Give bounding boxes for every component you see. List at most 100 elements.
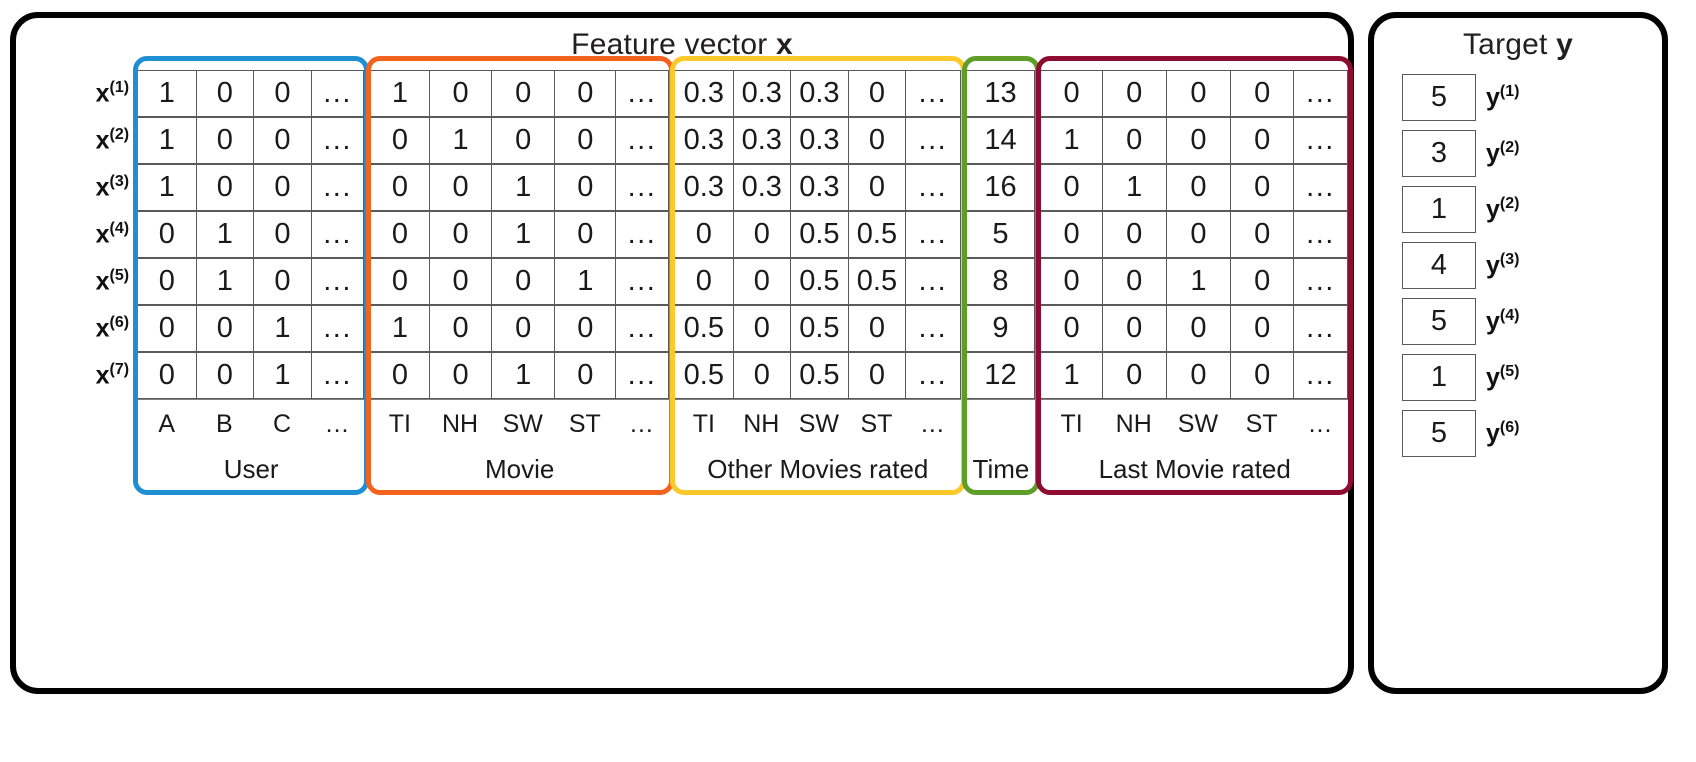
feature-label-user-4: ... — [310, 399, 365, 446]
target-label-y(2): y(2) — [1486, 138, 1520, 168]
cell-other-r5-c3: 0.5 — [790, 258, 848, 305]
cell-movie-r3-c5: ... — [615, 164, 669, 211]
cell-user-r7-c3: 1 — [253, 352, 311, 399]
cell-movie-r5-c5: ... — [615, 258, 669, 305]
feature-label-user-1: A — [138, 399, 196, 446]
target-label-y(1): y(1) — [1486, 82, 1520, 112]
cell-movie-r5-c1: 0 — [370, 258, 430, 305]
cell-user-r2-c2: 0 — [195, 117, 254, 164]
cell-movie-r4-c5: ... — [615, 211, 669, 258]
cell-user-r4-c1: 0 — [138, 211, 196, 258]
feature-label-other-3: SW — [790, 399, 848, 446]
cell-user-r1-c2: 0 — [195, 70, 254, 117]
cell-other-r4-c4: 0.5 — [847, 211, 906, 258]
cell-movie-r6-c2: 0 — [429, 305, 492, 352]
cell-movie-r1-c2: 0 — [429, 70, 492, 117]
cell-last-r5-c5: ... — [1293, 258, 1348, 305]
cell-user-r4-c2: 1 — [195, 211, 254, 258]
cell-other-r5-c1: 0 — [675, 258, 733, 305]
cell-last-r6-c1: 0 — [1041, 305, 1102, 352]
cell-movie-r6-c3: 0 — [491, 305, 555, 352]
cell-other-r1-c3: 0.3 — [790, 70, 848, 117]
cell-movie-r7-c3: 1 — [491, 352, 555, 399]
cell-last-r4-c1: 0 — [1041, 211, 1102, 258]
cell-other-r5-c4: 0.5 — [847, 258, 906, 305]
cell-user-r6-c1: 0 — [138, 305, 196, 352]
cell-movie-r4-c4: 0 — [554, 211, 616, 258]
cell-last-r4-c5: ... — [1293, 211, 1348, 258]
cell-movie-r7-c1: 0 — [370, 352, 430, 399]
target-row: 4 y(3) — [1402, 242, 1662, 289]
cell-last-r3-c4: 0 — [1230, 164, 1294, 211]
cell-other-r7-c2: 0 — [732, 352, 791, 399]
feature-label-user-3: C — [253, 399, 311, 446]
cell-last-r6-c3: 0 — [1165, 305, 1231, 352]
cell-time-r4-c1: 5 — [967, 211, 1035, 258]
cell-other-r4-c1: 0 — [675, 211, 733, 258]
cell-movie-r6-c4: 0 — [554, 305, 616, 352]
cell-user-r3-c4: ... — [310, 164, 365, 211]
feature-label-last-3: SW — [1165, 399, 1231, 446]
feature-label-time-1 — [967, 399, 1035, 446]
target-label-y(4): y(4) — [1486, 306, 1520, 336]
feature-label-last-1: TI — [1041, 399, 1102, 446]
cell-movie-r4-c1: 0 — [370, 211, 430, 258]
cell-user-r7-c1: 0 — [138, 352, 196, 399]
cell-other-r6-c2: 0 — [732, 305, 791, 352]
cell-movie-r5-c3: 0 — [491, 258, 555, 305]
cell-user-r5-c1: 0 — [138, 258, 196, 305]
target-panel-title: Target y — [1374, 18, 1662, 60]
cell-user-r3-c1: 1 — [138, 164, 196, 211]
cell-movie-r5-c2: 0 — [429, 258, 492, 305]
row-label-x(1): x(1) — [95, 78, 130, 108]
row-label-x(5): x(5) — [95, 266, 130, 296]
cell-other-r6-c1: 0.5 — [675, 305, 733, 352]
cell-other-r3-c5: ... — [905, 164, 961, 211]
cell-user-r5-c3: 0 — [253, 258, 311, 305]
cell-other-r2-c1: 0.3 — [675, 117, 733, 164]
cell-last-r3-c3: 0 — [1165, 164, 1231, 211]
cell-time-r6-c1: 9 — [967, 305, 1035, 352]
cell-user-r5-c2: 1 — [195, 258, 254, 305]
cell-last-r5-c4: 0 — [1230, 258, 1294, 305]
cell-user-r7-c2: 0 — [195, 352, 254, 399]
cell-last-r7-c3: 0 — [1165, 352, 1231, 399]
cell-last-r2-c3: 0 — [1165, 117, 1231, 164]
target-label-y(6): y(6) — [1486, 418, 1520, 448]
cell-movie-r3-c1: 0 — [370, 164, 430, 211]
cell-last-r2-c5: ... — [1293, 117, 1348, 164]
cell-other-r2-c3: 0.3 — [790, 117, 848, 164]
cell-other-r1-c2: 0.3 — [732, 70, 791, 117]
cell-user-r3-c3: 0 — [253, 164, 311, 211]
target-label-y(3): y(3) — [1486, 250, 1520, 280]
target-value-2: 3 — [1402, 130, 1476, 177]
cell-other-r5-c2: 0 — [732, 258, 791, 305]
cell-movie-r4-c3: 1 — [491, 211, 555, 258]
cell-movie-r2-c2: 1 — [429, 117, 492, 164]
feature-label-movie-5: ... — [615, 399, 669, 446]
cell-last-r3-c1: 0 — [1041, 164, 1102, 211]
block-name-user: User — [138, 446, 365, 493]
cell-user-r2-c4: ... — [310, 117, 365, 164]
cell-last-r5-c3: 1 — [1165, 258, 1231, 305]
cell-user-r5-c4: ... — [310, 258, 365, 305]
cell-last-r1-c3: 0 — [1165, 70, 1231, 117]
cell-last-r7-c5: ... — [1293, 352, 1348, 399]
cell-last-r4-c4: 0 — [1230, 211, 1294, 258]
cell-user-r4-c4: ... — [310, 211, 365, 258]
cell-movie-r6-c1: 1 — [370, 305, 430, 352]
cell-last-r5-c1: 0 — [1041, 258, 1102, 305]
cell-movie-r2-c5: ... — [615, 117, 669, 164]
row-label-x(4): x(4) — [95, 219, 130, 249]
cell-last-r1-c2: 0 — [1101, 70, 1166, 117]
feature-label-user-2: B — [195, 399, 254, 446]
cell-user-r1-c4: ... — [310, 70, 365, 117]
cell-user-r4-c3: 0 — [253, 211, 311, 258]
cell-user-r6-c2: 0 — [195, 305, 254, 352]
target-value-4: 4 — [1402, 242, 1476, 289]
